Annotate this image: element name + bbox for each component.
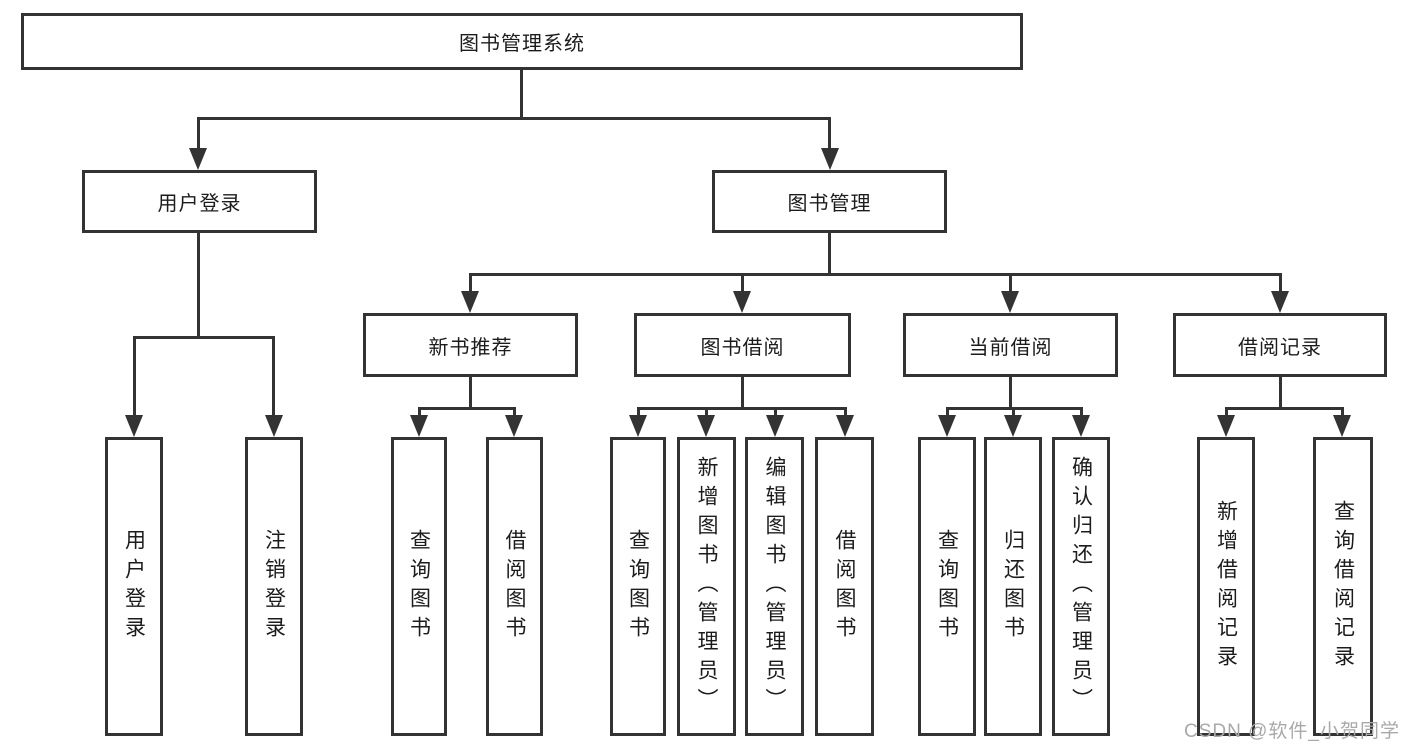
leaf-query-books-borrow: 查询图书 xyxy=(610,437,666,736)
connector-horizontal-line xyxy=(197,117,831,120)
connector-vertical-line xyxy=(1009,377,1012,408)
arrowhead-down-icon xyxy=(189,148,207,170)
arrowhead-down-icon xyxy=(1333,415,1351,437)
leaf-user-login: 用户登录 xyxy=(105,437,163,736)
connector-horizontal-line xyxy=(133,336,275,339)
connector-horizontal-line xyxy=(418,407,516,410)
leaf-edit-books-admin: 编辑图书（管理员） xyxy=(745,437,804,736)
connector-vertical-line xyxy=(272,336,275,416)
leaf-query-borrow-record: 查询借阅记录 xyxy=(1313,437,1373,736)
connector-vertical-line xyxy=(774,407,777,417)
arrowhead-down-icon xyxy=(629,415,647,437)
node-new-book-recommend: 新书推荐 xyxy=(363,313,578,377)
connector-vertical-line xyxy=(1225,407,1228,417)
connector-horizontal-line xyxy=(469,273,1282,276)
connector-vertical-line xyxy=(1009,274,1012,292)
connector-vertical-line xyxy=(418,407,421,417)
connector-vertical-line xyxy=(1341,407,1344,417)
leaf-query-books-recommend: 查询图书 xyxy=(391,437,447,736)
arrowhead-down-icon xyxy=(505,415,523,437)
connector-vertical-line xyxy=(741,274,744,292)
arrowhead-down-icon xyxy=(265,415,283,437)
connector-horizontal-line xyxy=(946,407,1083,410)
leaf-return-books: 归还图书 xyxy=(984,437,1042,736)
connector-horizontal-line xyxy=(637,407,846,410)
connector-vertical-line xyxy=(946,407,949,417)
arrowhead-down-icon xyxy=(1072,415,1090,437)
connector-vertical-line xyxy=(513,407,516,417)
connector-vertical-line xyxy=(828,117,831,148)
leaf-borrow-books-recommend: 借阅图书 xyxy=(486,437,543,736)
connector-vertical-line xyxy=(469,274,472,292)
arrowhead-down-icon xyxy=(836,415,854,437)
connector-vertical-line xyxy=(1012,407,1015,417)
connector-vertical-line xyxy=(1279,377,1282,408)
arrowhead-down-icon xyxy=(1004,415,1022,437)
leaf-add-borrow-record: 新增借阅记录 xyxy=(1197,437,1255,736)
arrowhead-down-icon xyxy=(1271,291,1289,313)
connector-vertical-line xyxy=(197,232,200,337)
arrowhead-down-icon xyxy=(1217,415,1235,437)
node-borrow-records: 借阅记录 xyxy=(1173,313,1387,377)
arrowhead-down-icon xyxy=(410,415,428,437)
leaf-logout: 注销登录 xyxy=(245,437,303,736)
node-user-login: 用户登录 xyxy=(82,170,317,233)
arrowhead-down-icon xyxy=(125,415,143,437)
connector-horizontal-line xyxy=(1225,407,1343,410)
connector-vertical-line xyxy=(469,377,472,408)
csdn-watermark: CSDN @软件_小贺同学 xyxy=(1184,721,1400,742)
leaf-confirm-return-admin: 确认归还（管理员） xyxy=(1052,437,1110,736)
connector-vertical-line xyxy=(828,233,831,276)
arrowhead-down-icon xyxy=(938,415,956,437)
leaf-add-books-admin: 新增图书（管理员） xyxy=(677,437,736,736)
leaf-query-books-current: 查询图书 xyxy=(918,437,976,736)
node-current-borrow: 当前借阅 xyxy=(903,313,1118,377)
connector-vertical-line xyxy=(844,407,847,417)
leaf-borrow-books: 借阅图书 xyxy=(815,437,874,736)
arrowhead-down-icon xyxy=(461,291,479,313)
connector-vertical-line xyxy=(705,407,708,417)
node-root-library-system: 图书管理系统 xyxy=(21,13,1023,70)
arrowhead-down-icon xyxy=(733,291,751,313)
arrowhead-down-icon xyxy=(697,415,715,437)
arrowhead-down-icon xyxy=(821,148,839,170)
connector-vertical-line xyxy=(1080,407,1083,417)
arrowhead-down-icon xyxy=(766,415,784,437)
connector-vertical-line xyxy=(133,336,136,416)
connector-vertical-line xyxy=(741,377,744,408)
connector-vertical-line xyxy=(637,407,640,417)
connector-vertical-line xyxy=(520,70,523,118)
connector-vertical-line xyxy=(1279,274,1282,292)
arrowhead-down-icon xyxy=(1001,291,1019,313)
connector-vertical-line xyxy=(197,117,200,148)
node-book-borrow: 图书借阅 xyxy=(634,313,851,377)
node-book-management: 图书管理 xyxy=(712,170,947,233)
